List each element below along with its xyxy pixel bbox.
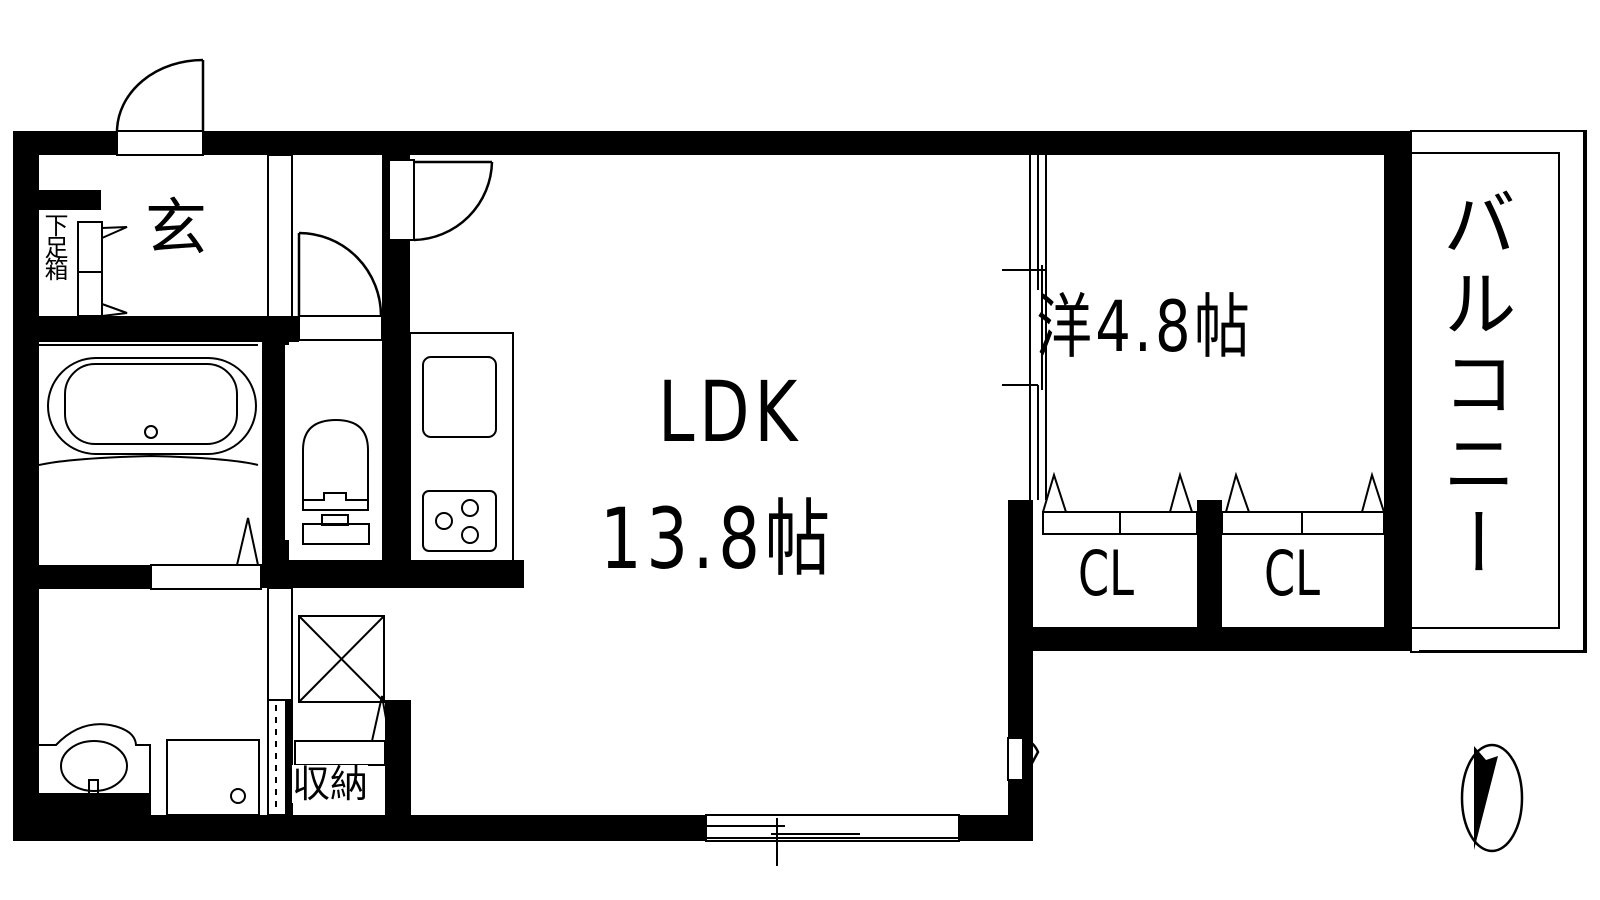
storage-fixture [294,615,391,766]
toilet-icon [285,345,382,545]
shoe-cabinet-label: 下足箱 [40,213,68,279]
ldk-name: LDK [658,363,802,461]
western-room-label: 洋4.8帖 [1036,286,1254,368]
compass-icon [1460,743,1524,853]
shoe-cabinet [77,221,128,317]
western-sliding-door [1002,155,1047,500]
entrance-label: 玄 [145,191,208,264]
washbasin-icon [39,723,151,797]
storage-label: 収納 [292,762,369,806]
openings [116,130,1024,842]
balcony-label: バルコニー [1430,185,1516,585]
walls [13,131,1411,841]
stove-icon [422,490,497,552]
ldk-size: 13.8帖 [600,490,835,588]
kitchen-counter [409,332,514,564]
window [706,818,959,866]
door-swings [115,58,1040,781]
closet-1-label: CL [1078,537,1135,610]
bathtub-icon [38,344,259,566]
washing-machine-icon [166,739,260,816]
closet-2-label: CL [1264,537,1321,610]
closet-doors [1042,471,1385,535]
